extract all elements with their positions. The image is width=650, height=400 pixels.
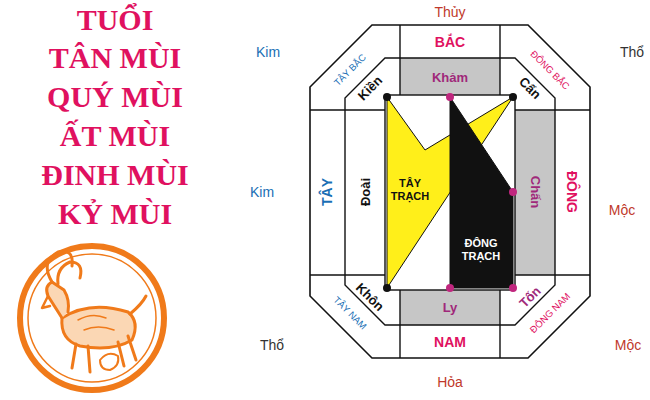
trigram-label: Kiền [355,73,384,102]
centre-square [385,95,515,290]
title-line: ĐINH MÙI [41,160,189,190]
trigram-label: Ly [443,301,458,314]
element-label: Hỏa [437,375,463,389]
zone-name: ĐÔNG TRẠCH [462,237,501,262]
trigram-dot [446,284,454,292]
trigram-dot [509,284,517,292]
element-label: Thổ [620,45,644,59]
direction-label: TÂY BẮC [332,52,367,87]
direction-label: TÂY NAM [332,295,368,331]
trigram-label: Đoài [359,178,372,206]
trigram-label: Chấn [529,176,542,209]
khảm-band [400,58,500,95]
goat-emblem [20,246,164,390]
trigram-dot [383,284,391,292]
chấn-band [515,110,555,275]
house-outline [444,91,519,294]
direction-label: ĐÔNG [565,171,579,213]
ly-band [400,290,500,325]
house-shape [450,97,513,288]
title-line: KỶ MÙI [58,199,172,229]
direction-label: NAM [434,335,466,349]
trigram-label: Cấn [517,75,544,102]
title-line: QUÝ MÙI [47,82,183,112]
sector-dividers [310,25,590,358]
title-line: ẤT MÙI [60,121,170,151]
element-label: Thủy [434,5,465,19]
element-label: Kim [250,185,274,199]
trigram-dot [509,188,517,196]
trigram-dot [446,93,454,101]
trigram-label: Khảm [432,71,468,84]
direction-label: TÂY [320,178,334,206]
outer-octagon [310,25,590,358]
element-label: Mộc [609,203,635,217]
element-label: Thổ [260,338,284,352]
title-line: TÂN MÙI [49,43,182,73]
trigram-dot [383,93,391,101]
trigram-label: Khôn [354,281,387,314]
direction-label: BẮC [435,35,465,49]
trigram-dot [509,93,517,101]
title-line: TUỔI [77,5,154,35]
inner-octagon [345,58,555,325]
trigram-label: Tốn [517,284,543,310]
zone-name: TÂY TRẠCH [391,177,430,202]
house-shape [387,97,513,288]
dong-trach-shape: ĐÔNG TRẠCH [444,91,519,294]
element-label: Mộc [615,338,641,352]
element-label: Kim [256,45,280,59]
